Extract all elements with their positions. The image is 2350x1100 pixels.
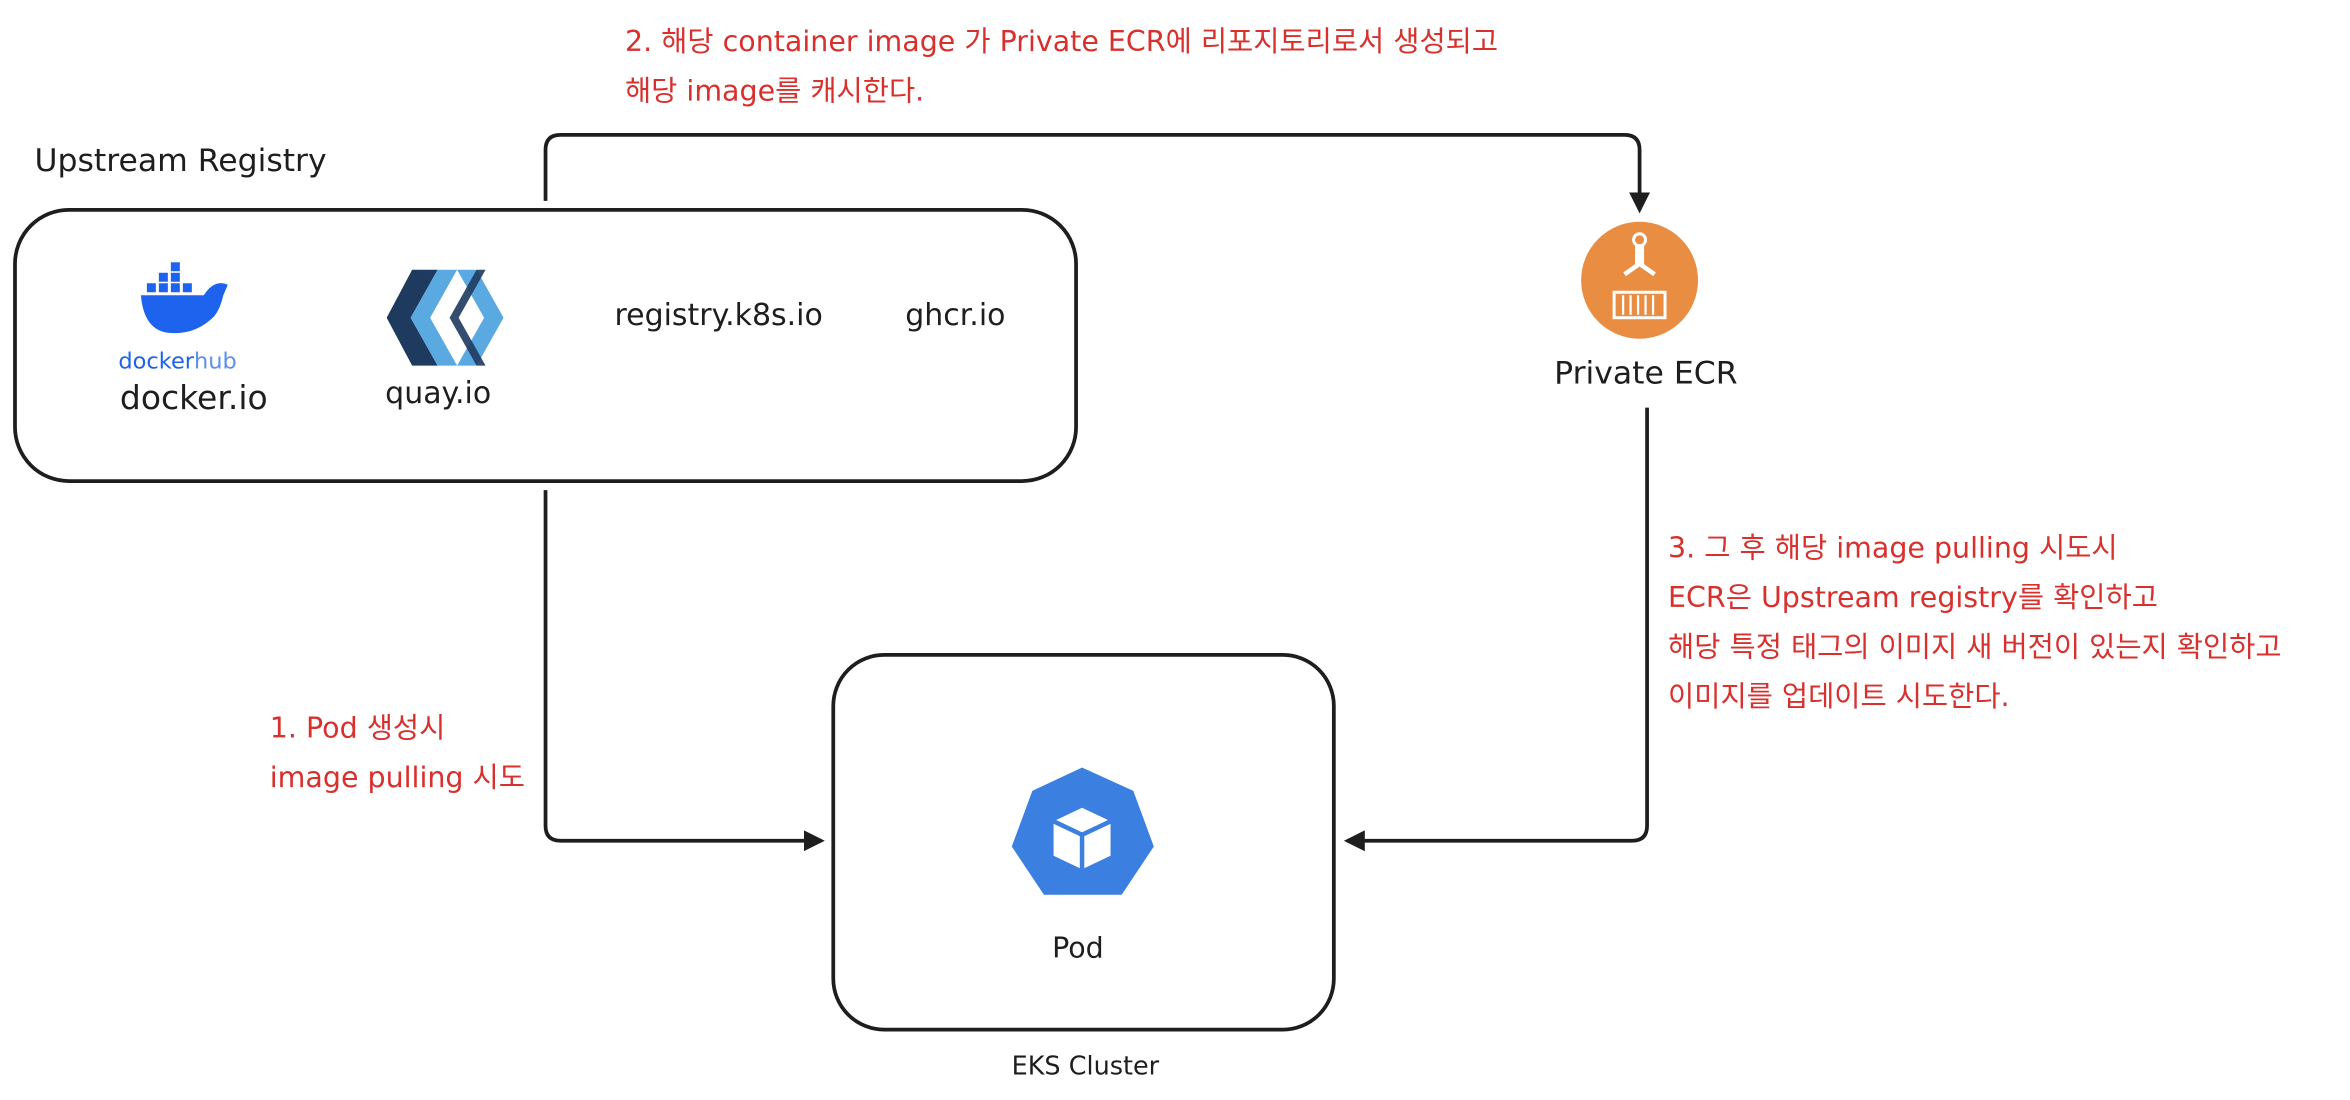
step3-line: 이미지를 업데이트 시도한다.: [1668, 680, 2010, 714]
registry-label-k8s: registry.k8s.io: [614, 296, 823, 333]
step3-line: 해당 특정 태그의 이미지 새 버전이 있는지 확인하고: [1668, 630, 2282, 664]
eks-cluster-label: EKS Cluster: [1011, 1052, 1160, 1083]
eks-cluster-box: [831, 653, 1336, 1032]
step2-line: 해당 image를 캐시한다.: [624, 74, 925, 108]
step3-line: ECR은 Upstream registry를 확인하고: [1668, 581, 2158, 615]
quay-logo-icon: [386, 269, 504, 366]
step1-line: image pulling 시도: [269, 761, 525, 795]
step2-line: 2. 해당 container image 가 Private ECR에 리포지…: [624, 25, 1499, 59]
upstream-registry-title: Upstream Registry: [34, 142, 327, 179]
step3-line: 3. 그 후 해당 image pulling 시도시: [1668, 532, 2118, 566]
step1-line: 1. Pod 생성시: [269, 711, 446, 745]
registry-label-docker: docker.io: [119, 380, 268, 419]
registry-label-ghcr: ghcr.io: [905, 296, 1006, 333]
registry-label-quay: quay.io: [385, 374, 492, 411]
private-ecr-label: Private ECR: [1554, 355, 1738, 392]
arrow-upstream-to-eks: [543, 490, 825, 852]
step1-annotation: 1. Pod 생성시 image pulling 시도: [270, 704, 525, 803]
arrow-ecr-to-eks: [1343, 407, 1649, 852]
step2-annotation: 2. 해당 container image 가 Private ECR에 리포지…: [625, 18, 1498, 117]
pod-label: Pod: [1052, 932, 1104, 966]
kubernetes-pod-icon: [1008, 764, 1158, 898]
arrow-upstream-to-ecr: [543, 133, 1651, 214]
step3-annotation: 3. 그 후 해당 image pulling 시도시 ECR은 Upstream…: [1668, 525, 2282, 723]
aws-ecr-icon: [1581, 221, 1699, 339]
dockerhub-logo-text: dockerhub: [118, 349, 236, 375]
upstream-registry-box: [13, 207, 1078, 483]
docker-whale-icon: [140, 262, 228, 334]
